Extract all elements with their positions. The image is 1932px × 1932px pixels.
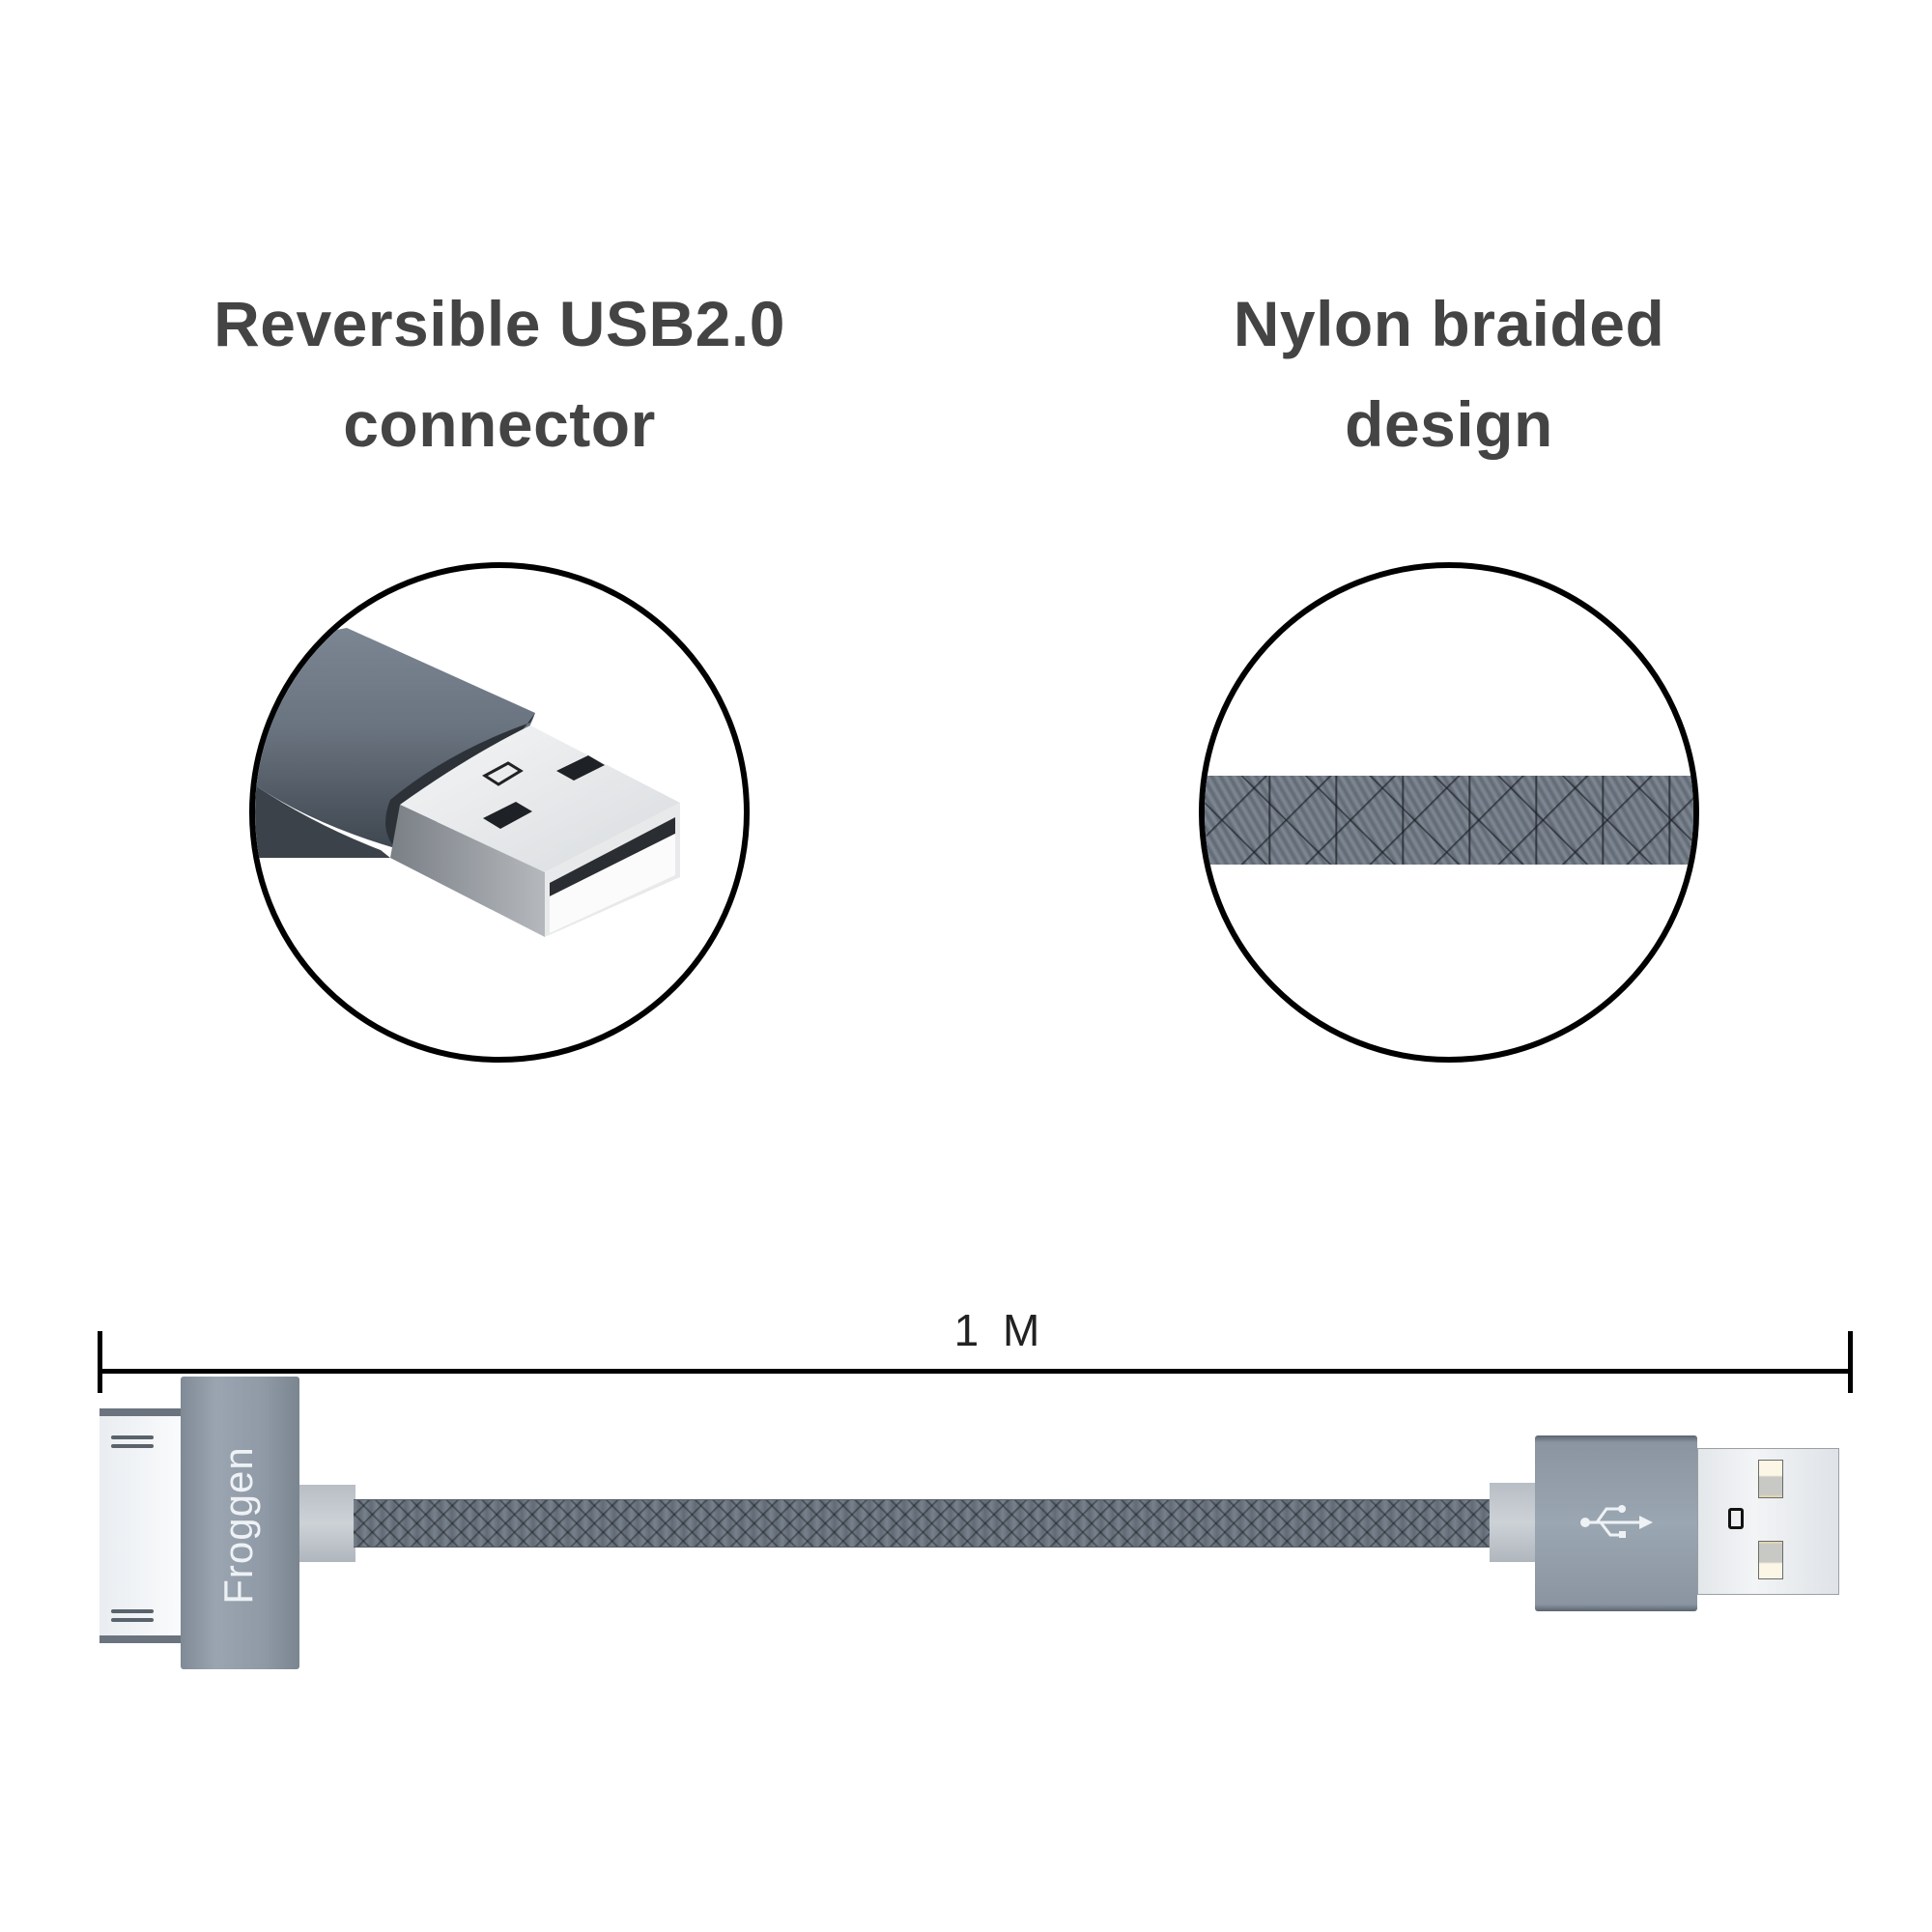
- strain-relief-left: [299, 1485, 355, 1562]
- feature-title-braid-line2: design: [1345, 388, 1553, 460]
- feature-title-braid: Nylon braided design: [1063, 273, 1835, 474]
- pin-slot-top: [111, 1435, 154, 1439]
- strain-relief-right: [1490, 1483, 1544, 1562]
- 30-pin-housing: Froggen: [181, 1377, 299, 1669]
- 30-pin-plug: [99, 1408, 188, 1643]
- usb-housing: [1535, 1435, 1697, 1611]
- usb-a-plug: [1697, 1448, 1839, 1595]
- braided-cable-segment: [1205, 776, 1693, 865]
- feature-title-braid-line1: Nylon braided: [1233, 288, 1665, 359]
- dimension-line: [99, 1369, 1850, 1374]
- usb-contact-bottom: [1758, 1541, 1783, 1579]
- usb-hole: [1728, 1508, 1744, 1529]
- pin-slot-top-2: [111, 1444, 154, 1448]
- pin-slot-bottom-2: [111, 1618, 154, 1622]
- usb-trident-icon: [1580, 1505, 1653, 1538]
- pin-slot-bottom: [111, 1609, 154, 1613]
- dimension-tick-right: [1848, 1331, 1853, 1393]
- braided-cable-closeup: [1199, 562, 1699, 1063]
- brand-label: Froggen: [215, 1446, 261, 1605]
- usb-contact-top: [1758, 1460, 1783, 1498]
- usb-a-plug-icon: [255, 628, 680, 937]
- feature-title-usb-line2: connector: [343, 388, 656, 460]
- length-label: 1 M: [953, 1305, 1046, 1355]
- feature-title-usb-line1: Reversible USB2.0: [213, 288, 785, 359]
- dimension-tick-left: [98, 1331, 102, 1393]
- feature-title-usb: Reversible USB2.0 connector: [113, 273, 886, 474]
- braided-cable: [354, 1499, 1493, 1548]
- usb-connector-closeup: [249, 562, 750, 1063]
